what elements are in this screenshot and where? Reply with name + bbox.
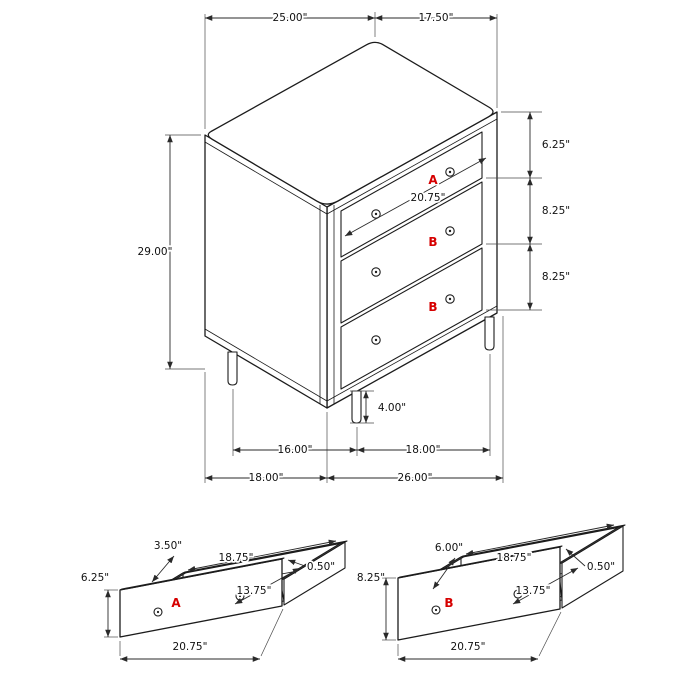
dim-bottom-drawer-height: 8.25" [542, 271, 570, 283]
drawer-b-detail-view: 6.00" 18.75" 0.50" 13.75" 8.25" B 20.75" [355, 523, 626, 662]
top-edge-contour [204, 118, 498, 215]
left-leg [227, 351, 238, 386]
dim-top-drawer-height: 6.25" [542, 139, 570, 151]
dim-base-width: 26.00" [398, 472, 433, 484]
dim-top-width: 25.00" [273, 12, 308, 24]
b-dim-front-width: 20.75" [451, 641, 486, 653]
extension-lines [165, 12, 542, 483]
chest-top-face [207, 41, 494, 205]
a-view-label: A [171, 596, 181, 610]
right-leg [484, 316, 495, 351]
dim-overall-height: 29.00" [138, 246, 173, 258]
drawer-b2-label: B [428, 300, 437, 314]
b-dim-front-height: 8.25" [357, 572, 385, 584]
b-view-label: B [444, 596, 453, 610]
b-dim-interior-depth: 13.75" [516, 585, 551, 597]
a-dimensions [104, 539, 337, 662]
a-dim-panel-thickness: 0.50" [307, 561, 335, 573]
dim-leg-height: 4.00" [378, 402, 406, 414]
b-dim-side-height: 6.00" [435, 542, 463, 554]
front-leg [351, 390, 362, 424]
a-dim-front-width: 20.75" [173, 641, 208, 653]
drawer-a-label: A [428, 173, 438, 187]
base-contour [204, 305, 498, 402]
drawer-b-label: B [428, 235, 437, 249]
b-dim-panel-thickness: 0.50" [587, 561, 615, 573]
b-dim-interior-width: 18.75" [497, 552, 532, 564]
dim-leg-span-width: 18.00" [406, 444, 441, 456]
dim-top-depth: 17.50" [419, 12, 454, 24]
dimension-lines [167, 15, 533, 481]
a-dim-interior-depth: 13.75" [237, 585, 272, 597]
a-dim-interior-width: 18.75" [219, 552, 254, 564]
drawer-front-bottom [340, 247, 483, 390]
dim-base-depth: 18.00" [249, 472, 284, 484]
dim-middle-drawer-height: 8.25" [542, 205, 570, 217]
b-dimensions [382, 523, 615, 662]
drawer-a-detail-view: 3.50" 18.75" 0.50" 13.75" 6.25" A 20.75" [79, 538, 348, 662]
dim-drawer-front-width: 20.75" [411, 192, 446, 204]
a-dim-side-height: 3.50" [154, 540, 182, 552]
main-isometric-view: 25.00" 17.50" 29.00" 6.25" 8.25" 8.25" A… [136, 10, 572, 486]
dim-leg-span-depth: 16.00" [278, 444, 313, 456]
a-dim-front-height: 6.25" [81, 572, 109, 584]
